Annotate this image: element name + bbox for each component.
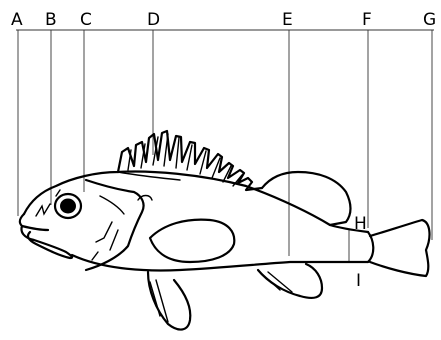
label-a: A (11, 10, 23, 30)
pectoral-fin (150, 220, 234, 262)
spiny-dorsal-fin (118, 131, 262, 190)
guide-lines (16, 30, 434, 262)
pupil (60, 199, 76, 214)
label-g: G (423, 10, 436, 30)
label-d: D (147, 10, 160, 30)
label-i: I (356, 271, 361, 291)
caudal-fin (370, 220, 429, 276)
anal-fin-spines (262, 272, 292, 292)
pelvic-fin-rays (150, 280, 168, 322)
soft-dorsal-fin (262, 172, 351, 225)
label-e: E (282, 10, 293, 30)
label-c: C (80, 10, 92, 30)
label-b: B (45, 10, 57, 30)
anal-fin (258, 264, 322, 298)
label-f: F (362, 10, 372, 30)
head-outline (20, 214, 72, 258)
pelvic-fin (148, 272, 190, 330)
